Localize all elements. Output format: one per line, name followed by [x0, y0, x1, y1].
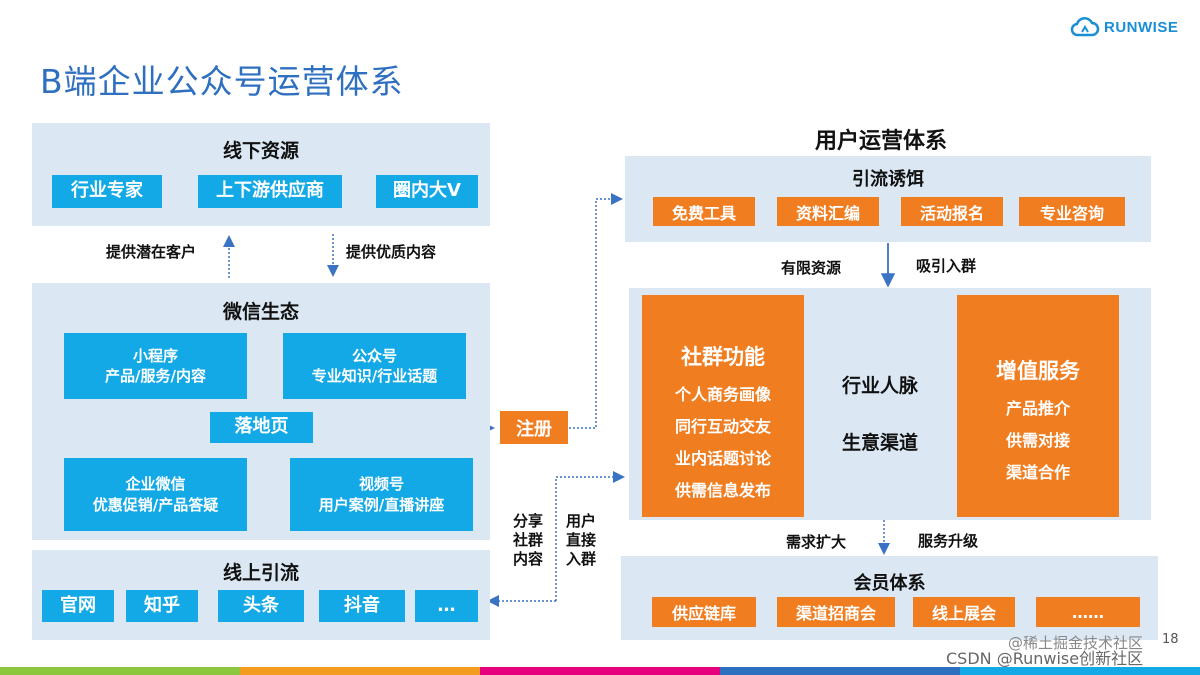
online-panel: 线上引流 官网 知乎 头条 抖音 … — [32, 550, 490, 640]
brand-logo: RUNWISE — [1070, 14, 1190, 40]
offline-item-suppliers: 上下游供应商 — [198, 175, 342, 208]
community-title: 社群功能 — [681, 345, 765, 369]
offline-item-experts: 行业专家 — [52, 175, 162, 208]
wechat-panel: 微信生态 小程序 产品/服务/内容 公众号 专业知识/行业话题 落地页 企业微信… — [32, 283, 490, 540]
value-item-matching: 供需对接 — [1005, 431, 1070, 450]
landing-page-box: 落地页 — [210, 412, 313, 443]
label-quality-content: 提供优质内容 — [346, 243, 437, 261]
online-item-zhihu: 知乎 — [126, 590, 198, 622]
community-item-profile: 个人商务画像 — [674, 385, 771, 404]
member-item-recruit: 渠道招商会 — [777, 597, 895, 627]
channels-box: 视频号 用户案例/直播讲座 — [290, 458, 473, 531]
channels-desc: 用户案例/直播讲座 — [318, 495, 445, 514]
bottom-color-bar — [0, 667, 1200, 675]
mini-program-box: 小程序 产品/服务/内容 — [64, 333, 247, 399]
bait-panel: 引流诱饵 免费工具 资料汇编 活动报名 专业咨询 — [625, 156, 1151, 242]
logo-text: RUNWISE — [1104, 18, 1179, 36]
value-title: 增值服务 — [996, 359, 1080, 383]
arrow-register-bait — [569, 193, 623, 429]
label-demand-expand: 需求扩大 — [786, 533, 847, 551]
register-box: 注册 — [500, 411, 568, 444]
page-title: B端企业公众号运营体系 — [40, 62, 404, 101]
label-join-directly: 用户 直接 入群 — [566, 512, 597, 568]
official-account-label: 公众号 — [351, 346, 397, 365]
community-value-panel: 社群功能 个人商务画像 同行互动交友 业内话题讨论 供需信息发布 行业人脉 生意… — [629, 288, 1151, 520]
mini-program-label: 小程序 — [132, 346, 178, 365]
label-share-content: 分享 社群 内容 — [513, 512, 544, 568]
user-ops-title: 用户运营体系 — [815, 129, 948, 154]
wecom-label: 企业微信 — [125, 475, 186, 494]
mini-program-desc: 产品/服务/内容 — [105, 367, 206, 385]
community-box: 社群功能 个人商务画像 同行互动交友 业内话题讨论 供需信息发布 — [642, 295, 804, 517]
online-title: 线上引流 — [222, 562, 299, 584]
member-item-supply-chain: 供应链库 — [652, 597, 756, 627]
online-item-website: 官网 — [42, 590, 114, 622]
value-item-channel: 渠道合作 — [1005, 463, 1070, 482]
community-item-peer: 同行互动交友 — [674, 417, 771, 436]
value-box: 增值服务 产品推介 供需对接 渠道合作 — [957, 295, 1119, 517]
online-item-more: … — [415, 590, 478, 622]
member-item-more: …… — [1036, 597, 1140, 627]
community-item-topics: 业内话题讨论 — [674, 449, 771, 468]
online-item-toutiao: 头条 — [218, 590, 304, 622]
label-limited-resources: 有限资源 — [781, 259, 842, 277]
community-item-supply: 供需信息发布 — [674, 481, 771, 500]
member-title: 会员体系 — [853, 573, 926, 594]
offline-item-kol: 圈内大V — [376, 175, 478, 208]
watermark-csdn: CSDN @Runwise创新社区 — [946, 649, 1144, 668]
label-service-upgrade: 服务升级 — [918, 532, 979, 550]
middle-industry-network: 行业人脉 — [842, 375, 919, 397]
watermark-juejin: @稀土掘金技术社区 — [1008, 634, 1144, 652]
member-item-expo: 线上展会 — [913, 597, 1015, 627]
bait-title: 引流诱饵 — [852, 169, 924, 190]
official-account-box: 公众号 专业知识/行业话题 — [283, 333, 466, 399]
offline-title: 线下资源 — [222, 140, 299, 162]
page-number: 18 — [1162, 632, 1179, 647]
member-panel: 会员体系 供应链库 渠道招商会 线上展会 …… — [621, 556, 1158, 640]
wechat-title: 微信生态 — [222, 301, 299, 323]
bait-item-free-tools: 免费工具 — [653, 197, 755, 226]
channels-label: 视频号 — [358, 475, 404, 494]
value-item-promo: 产品推介 — [1005, 399, 1070, 418]
bait-item-events: 活动报名 — [901, 197, 1003, 226]
label-attract-join: 吸引入群 — [916, 257, 977, 275]
wecom-box: 企业微信 优惠促销/产品答疑 — [64, 458, 247, 531]
arrow-online-community — [555, 471, 625, 601]
middle-business-channel: 生意渠道 — [842, 432, 919, 454]
offline-panel: 线下资源 行业专家 上下游供应商 圈内大V — [32, 123, 490, 226]
online-item-douyin: 抖音 — [319, 590, 405, 622]
bait-item-materials: 资料汇编 — [777, 197, 879, 226]
cloud-icon — [1070, 17, 1100, 37]
label-potential-customers: 提供潜在客户 — [106, 243, 197, 261]
official-account-desc: 专业知识/行业话题 — [311, 367, 438, 385]
bait-item-consulting: 专业咨询 — [1019, 197, 1125, 226]
wecom-desc: 优惠促销/产品答疑 — [92, 495, 219, 514]
